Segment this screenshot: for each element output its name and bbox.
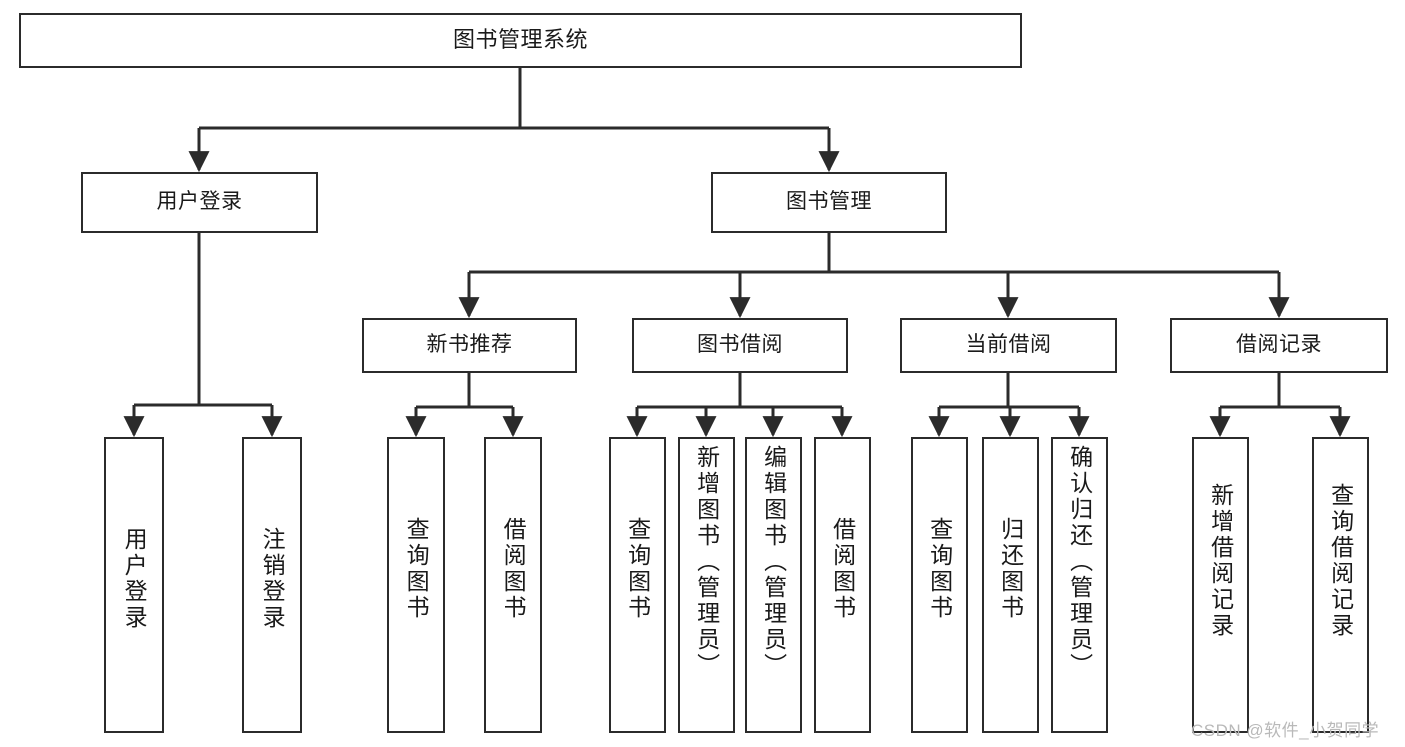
node-new-book-recommend[interactable]: 新书推荐 <box>362 318 577 373</box>
leaf-borrow-lend-book-label: 借阅图书 <box>829 517 856 621</box>
leaf-current-query-book-label: 查询图书 <box>926 517 953 621</box>
node-book-borrow[interactable]: 图书借阅 <box>632 318 848 373</box>
leaf-borrow-edit-book-admin[interactable]: 编辑图书（管理员） <box>745 437 802 733</box>
leaf-records-query-record-label: 查询借阅记录 <box>1327 483 1354 639</box>
leaf-records-add-record-label: 新增借阅记录 <box>1207 483 1234 639</box>
node-root[interactable]: 图书管理系统 <box>19 13 1022 68</box>
node-root-label: 图书管理系统 <box>452 27 588 53</box>
leaf-borrow-query-book-label: 查询图书 <box>624 517 651 621</box>
leaf-current-confirm-return-admin[interactable]: 确认归还（管理员） <box>1051 437 1108 733</box>
leaf-user-login[interactable]: 用户登录 <box>104 437 164 733</box>
watermark-text: CSDN @软件_小贺同学 <box>1191 721 1380 740</box>
leaf-borrow-edit-book-admin-label: 编辑图书（管理员） <box>760 445 787 679</box>
leaf-current-query-book[interactable]: 查询图书 <box>911 437 968 733</box>
node-book-borrow-label: 图书借阅 <box>697 333 783 357</box>
leaf-borrow-query-book[interactable]: 查询图书 <box>609 437 666 733</box>
node-book-management-label: 图书管理 <box>786 190 872 214</box>
leaf-borrow-lend-book[interactable]: 借阅图书 <box>814 437 871 733</box>
leaf-newbook-query-book[interactable]: 查询图书 <box>387 437 445 733</box>
leaf-user-logout-label: 注销登录 <box>259 527 286 631</box>
leaf-borrow-add-book-admin[interactable]: 新增图书（管理员） <box>678 437 735 733</box>
leaf-records-query-record[interactable]: 查询借阅记录 <box>1312 437 1369 733</box>
leaf-records-add-record[interactable]: 新增借阅记录 <box>1192 437 1249 733</box>
node-borrow-records[interactable]: 借阅记录 <box>1170 318 1388 373</box>
leaf-current-return-book[interactable]: 归还图书 <box>982 437 1039 733</box>
leaf-newbook-borrow-book[interactable]: 借阅图书 <box>484 437 542 733</box>
node-book-management[interactable]: 图书管理 <box>711 172 947 233</box>
leaf-user-login-label: 用户登录 <box>121 527 148 631</box>
leaf-borrow-add-book-admin-label: 新增图书（管理员） <box>693 445 720 679</box>
node-borrow-records-label: 借阅记录 <box>1236 333 1322 357</box>
leaf-current-confirm-return-admin-label: 确认归还（管理员） <box>1066 445 1093 679</box>
leaf-current-return-book-label: 归还图书 <box>997 517 1024 621</box>
node-current-borrow-label: 当前借阅 <box>965 333 1052 357</box>
node-user-login-label: 用户登录 <box>156 190 243 214</box>
node-user-login[interactable]: 用户登录 <box>81 172 318 233</box>
leaf-newbook-borrow-book-label: 借阅图书 <box>500 517 527 621</box>
node-current-borrow[interactable]: 当前借阅 <box>900 318 1117 373</box>
leaf-newbook-query-book-label: 查询图书 <box>403 517 430 621</box>
node-new-book-recommend-label: 新书推荐 <box>426 333 513 357</box>
leaf-user-logout[interactable]: 注销登录 <box>242 437 302 733</box>
